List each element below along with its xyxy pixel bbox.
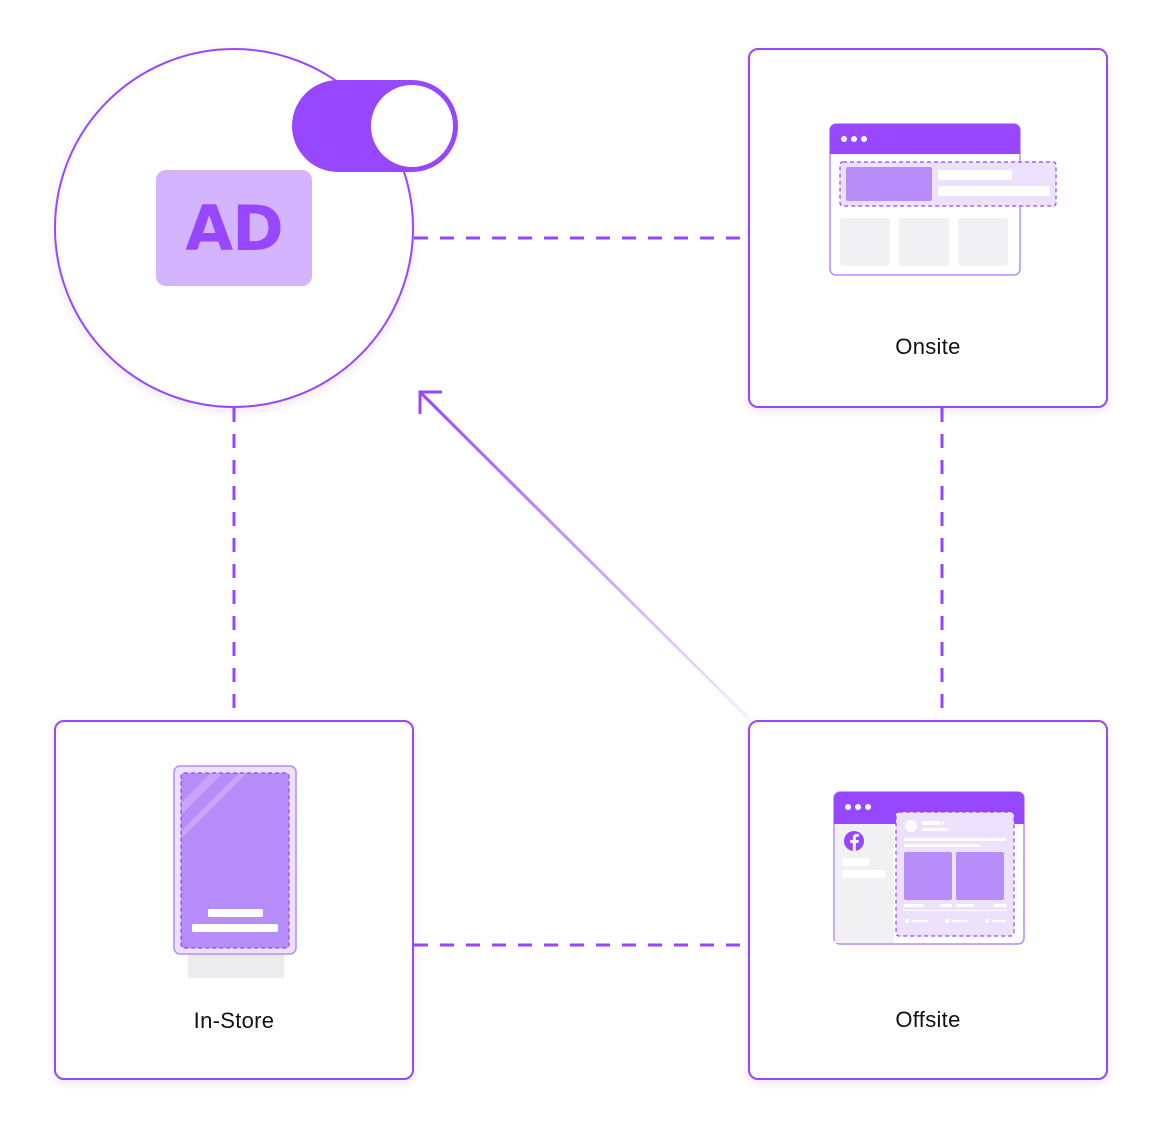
- feedback-arrow: [418, 390, 750, 720]
- ad-badge-text: AD: [185, 191, 283, 265]
- offsite-social-illustration: [833, 791, 1025, 945]
- in-store-display-illustration: [173, 765, 297, 978]
- ad-badge: AD: [156, 170, 312, 286]
- onsite-label: Onsite: [895, 334, 961, 359]
- toggle-knob[interactable]: [368, 82, 456, 170]
- onsite-browser-illustration: [829, 123, 1057, 276]
- in-store-card: In-Store: [54, 720, 414, 1080]
- onsite-card: Onsite: [748, 48, 1108, 408]
- facebook-icon: [844, 831, 864, 851]
- in-store-label: In-Store: [193, 1008, 275, 1033]
- offsite-label: Offsite: [895, 1007, 961, 1032]
- offsite-card: Offsite: [748, 720, 1108, 1080]
